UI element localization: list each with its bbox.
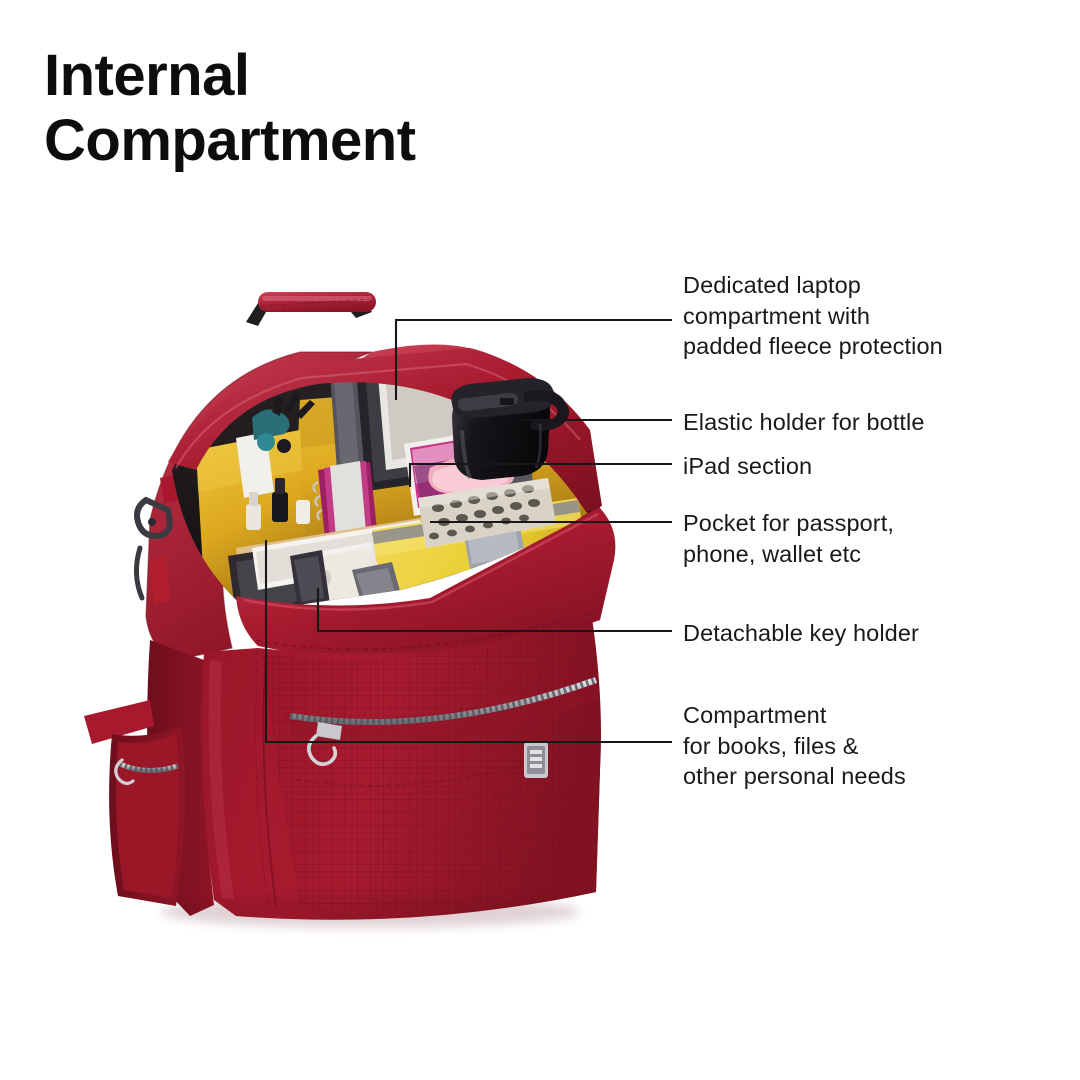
brand-tag: [524, 742, 548, 778]
callout-label-book-compartment: Compartment for books, files & other per…: [683, 702, 906, 790]
stationery-items: [236, 392, 315, 498]
callout-label-ipad-section: iPad section: [683, 453, 813, 479]
page-title: Internal Compartment: [44, 43, 416, 173]
cosmetic-bottles: [246, 478, 310, 530]
callout-label-laptop-compartment: Dedicated laptop compartment with padded…: [683, 272, 943, 360]
top-handle: [246, 292, 376, 326]
side-clip-hardware: [134, 474, 182, 604]
side-pocket: [84, 700, 185, 906]
notebook-spiral: [312, 480, 323, 521]
callout-label-bottle-holder: Elastic holder for bottle: [683, 409, 925, 435]
callout-label-key-holder: Detachable key holder: [683, 620, 919, 646]
callout-label-passport-pocket: Pocket for passport, phone, wallet etc: [683, 510, 894, 567]
